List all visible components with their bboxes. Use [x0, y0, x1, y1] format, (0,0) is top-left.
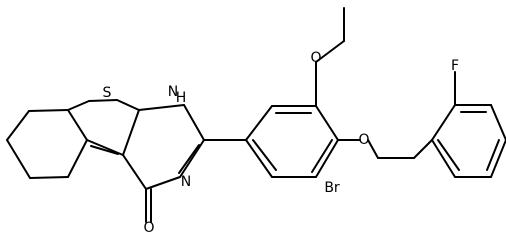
fluorine-label: F	[451, 58, 459, 74]
benzyloxy-oxygen-label: O	[358, 132, 369, 148]
carbonyl-oxygen-label: O	[143, 220, 154, 236]
nitrogen-label-top: N	[168, 84, 178, 100]
bond-layer	[6, 7, 506, 223]
sulfur-label: S	[103, 85, 112, 101]
nitrogen-label-bottom: N	[181, 174, 191, 190]
label-layer: S H N N O O O Br F	[103, 50, 459, 236]
bromine-label: Br	[324, 180, 340, 196]
hydrogen-label: H	[176, 90, 187, 106]
ethoxy-oxygen-label: O	[310, 50, 321, 66]
